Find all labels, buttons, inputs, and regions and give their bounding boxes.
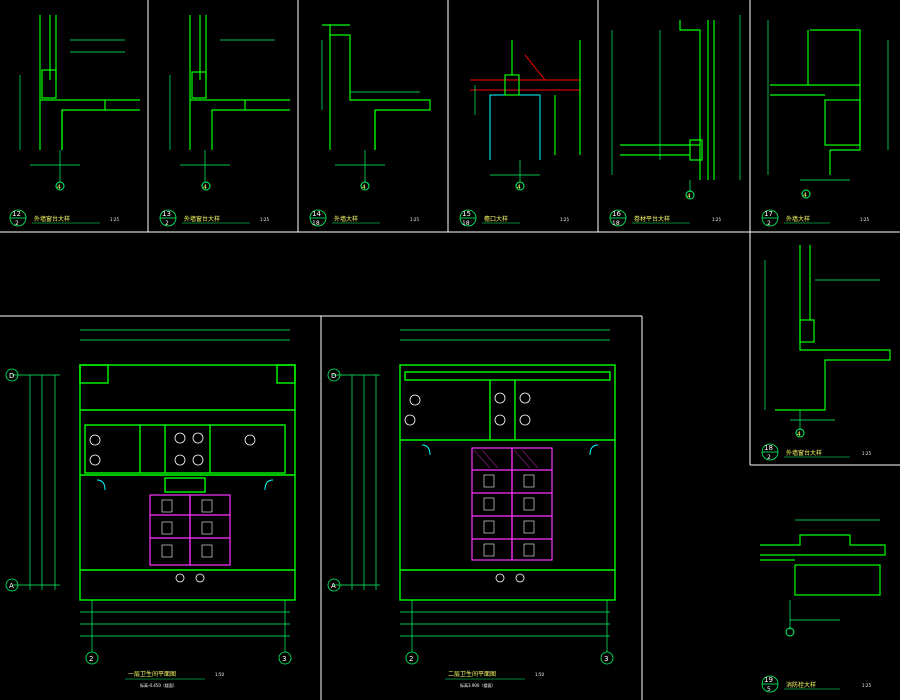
detail-13-scale: 1:25 [260,217,269,222]
plan1-axis-3: 3 [282,655,286,663]
detail-12-scale: 1:25 [110,217,119,222]
detail-19-number: 19 [764,676,773,684]
detail-19-title: 消防栓大样 [786,681,816,689]
detail-17-number: 17 [764,210,773,218]
detail-16-marker: 4 [687,193,691,200]
detail-13-marker: 4 [203,184,207,191]
detail-label-14: 14 18 外墙大样 1:25 [309,209,419,227]
detail-label-16: 16 18 卷材平台大样 1:25 [609,209,721,227]
detail-16-title: 卷材平台大样 [634,215,670,223]
detail-18-drawing: 4 [764,245,891,438]
detail-17-drawing: 4 [767,20,889,199]
detail-14-scale: 1:25 [410,217,419,222]
detail-14-sheet: 18 [312,220,320,227]
detail-17-scale: 1:25 [860,217,869,222]
plan1-title: 一层卫生间平面图 [128,670,176,678]
floor-plan-2: D A 2 3 二层卫生间平面图 标高3.900（楼面） 1:50 [327,329,616,688]
detail-label-17: 17 2 外墙大样 1:25 [761,209,869,227]
plan2-axis-A: A [331,582,336,590]
detail-13-number: 13 [162,210,171,218]
detail-15-sheet: 18 [462,220,470,227]
detail-17-sheet: 2 [767,220,771,227]
detail-19-drawing [760,519,886,637]
plan2-title: 二层卫生间平面图 [448,670,496,678]
detail-13-sheet: 2 [165,220,169,227]
plan1-axis-A: A [9,582,14,590]
detail-14-drawing: 4 [321,24,431,191]
detail-12-drawing: 4 [19,15,140,191]
detail-label-18: 18 2 外墙窗台大样 1:25 [761,443,871,461]
detail-18-sheet: 2 [767,454,771,461]
detail-label-19: 19 5 消防栓大样 1:25 [761,675,871,693]
detail-14-number: 14 [312,210,321,218]
plan2-scale: 1:50 [535,672,544,677]
detail-16-number: 16 [612,210,621,218]
detail-12-sheet: 2 [15,220,19,227]
detail-14-marker: 4 [362,184,366,191]
plan1-subtitle: 标高-0.450（楼面） [140,682,177,688]
detail-15-drawing: 4 [470,40,581,191]
plan2-axis-2: 2 [409,655,413,663]
detail-label-15: 15 18 檐口大样 1:25 [459,209,569,227]
detail-labels: 12 2 外墙窗台大样 1:25 13 2 外墙窗台大样 1:25 14 18 … [9,209,871,693]
detail-15-number: 15 [462,210,471,218]
detail-18-number: 18 [764,444,773,452]
detail-18-marker: 4 [797,431,801,438]
detail-label-12: 12 2 外墙窗台大样 1:25 [9,209,119,227]
detail-17-title: 外墙大样 [786,215,810,223]
detail-18-title: 外墙窗台大样 [786,449,822,457]
detail-16-sheet: 18 [612,220,620,227]
detail-17-marker: 4 [803,192,807,199]
detail-16-scale: 1:25 [712,217,721,222]
detail-15-marker: 4 [517,184,521,191]
detail-18-scale: 1:25 [862,451,871,456]
plan2-axis-D: D [331,372,336,380]
detail-label-13: 13 2 外墙窗台大样 1:25 [159,209,269,227]
detail-19-sheet: 5 [767,686,771,693]
floor-plan-1: D A 2 3 一层卫生间平面图 标高-0.450（楼面） 1:50 [5,329,296,688]
detail-12-number: 12 [12,210,21,218]
detail-13-title: 外墙窗台大样 [184,215,220,223]
detail-12-title: 外墙窗台大样 [34,215,70,223]
detail-13-drawing: 4 [169,15,290,191]
plan1-scale: 1:50 [215,672,224,677]
detail-16-drawing: 4 [611,15,741,200]
detail-14-title: 外墙大样 [334,215,358,223]
plan2-subtitle: 标高3.900（楼面） [460,682,495,688]
detail-19-scale: 1:25 [862,683,871,688]
detail-15-title: 檐口大样 [484,215,508,223]
plan1-axis-2: 2 [89,655,93,663]
detail-12-marker: 4 [57,184,61,191]
plan1-axis-D: D [9,372,14,380]
plan2-axis-3: 3 [604,655,608,663]
detail-15-scale: 1:25 [560,217,569,222]
